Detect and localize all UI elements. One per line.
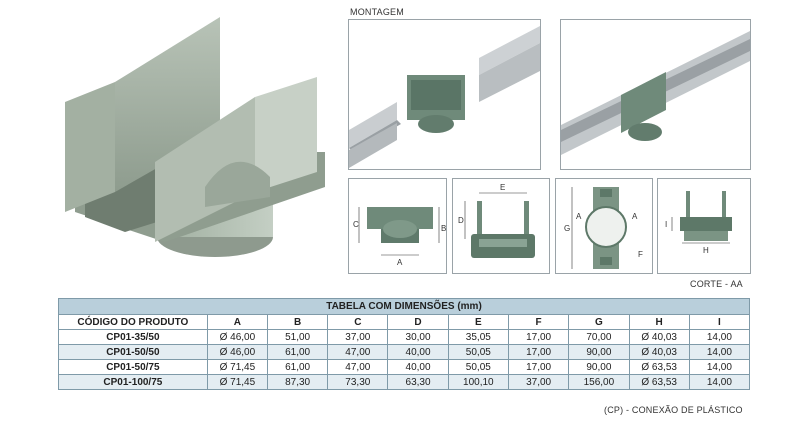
table-cell: Ø 71,45 [206,359,268,375]
table-title: TABELA COM DIMENSÕES (mm) [58,298,750,315]
col-header: G [568,314,630,330]
col-header: I [688,314,751,330]
corte-label: CORTE - AA [690,279,743,289]
col-header: D [387,314,449,330]
table-cell: 40,00 [387,359,449,375]
table-cell: 73,30 [327,374,389,390]
col-header: A [206,314,268,330]
table-cell: 47,00 [327,344,389,360]
dim-g: G [564,224,570,233]
table-cell: 37,00 [327,329,389,345]
table-cell: 156,00 [568,374,630,390]
section-view-diagram: I H [657,178,751,274]
table-cell: Ø 40,03 [628,344,690,360]
dimensions-table: TABELA COM DIMENSÕES (mm) CÓDIGO DO PROD… [58,298,751,390]
table-header-row: CÓDIGO DO PRODUTO A B C D E F G H I [58,314,751,330]
dim-h: H [703,246,709,255]
dim-i: I [665,220,667,229]
table-cell: 17,00 [507,329,570,345]
table-cell: 61,00 [266,359,329,375]
table-cell: Ø 71,45 [206,374,268,390]
front-view-diagram: E D [452,178,550,274]
col-header: CÓDIGO DO PRODUTO [58,314,208,330]
table-cell: 63,30 [387,374,449,390]
dim-a: A [397,258,403,267]
montagem-label: MONTAGEM [350,7,404,17]
table-cell: 47,00 [327,359,389,375]
table-row: CP01-100/75 Ø 71,45 87,30 73,30 63,30 10… [58,374,751,390]
side-view-diagram: C B A [348,178,447,274]
table-cell: 70,00 [568,329,630,345]
table-cell: CP01-35/50 [58,329,208,345]
dim-f: F [638,250,643,259]
top-view-diagram: G A A F [555,178,653,274]
dim-d: D [458,216,464,225]
col-header: H [628,314,690,330]
table-cell: CP01-50/75 [58,359,208,375]
table-cell: 51,00 [266,329,329,345]
table-cell: 37,00 [507,374,570,390]
table-cell: CP01-100/75 [58,374,208,390]
table-cell: Ø 40,03 [628,329,690,345]
section-mark-a-right: A [632,212,638,221]
assembly-view-mounted [560,19,751,170]
table-footnote: (CP) - CONEXÃO DE PLÁSTICO [604,405,743,415]
col-header: F [507,314,570,330]
table-cell: Ø 46,00 [206,329,268,345]
table-cell: Ø 63,53 [628,374,690,390]
product-image [55,12,325,282]
col-header: C [327,314,389,330]
table-cell: 14,00 [688,344,751,360]
table-cell: 14,00 [688,374,751,390]
table-cell: 14,00 [688,329,751,345]
table-cell: 14,00 [688,359,751,375]
table-cell: 100,10 [447,374,509,390]
table-cell: 40,00 [387,344,449,360]
table-cell: 50,05 [447,359,509,375]
table-cell: 90,00 [568,359,630,375]
dim-b: B [441,224,446,233]
table-row: CP01-50/50 Ø 46,00 61,00 47,00 40,00 50,… [58,344,751,360]
table-cell: 17,00 [507,359,570,375]
dim-e: E [500,183,505,192]
table-cell: 50,05 [447,344,509,360]
table-cell: 30,00 [387,329,449,345]
table-cell: 90,00 [568,344,630,360]
table-row: CP01-35/50 Ø 46,00 51,00 37,00 30,00 35,… [58,329,751,345]
table-cell: Ø 46,00 [206,344,268,360]
table-cell: 17,00 [507,344,570,360]
table-cell: 35,05 [447,329,509,345]
col-header: B [266,314,329,330]
table-cell: Ø 63,53 [628,359,690,375]
table-cell: 87,30 [266,374,329,390]
section-mark-a-left: A [576,212,582,221]
dim-c: C [353,220,359,229]
table-cell: CP01-50/50 [58,344,208,360]
col-header: E [447,314,509,330]
table-cell: 61,00 [266,344,329,360]
assembly-view-exploded [348,19,541,170]
table-row: CP01-50/75 Ø 71,45 61,00 47,00 40,00 50,… [58,359,751,375]
